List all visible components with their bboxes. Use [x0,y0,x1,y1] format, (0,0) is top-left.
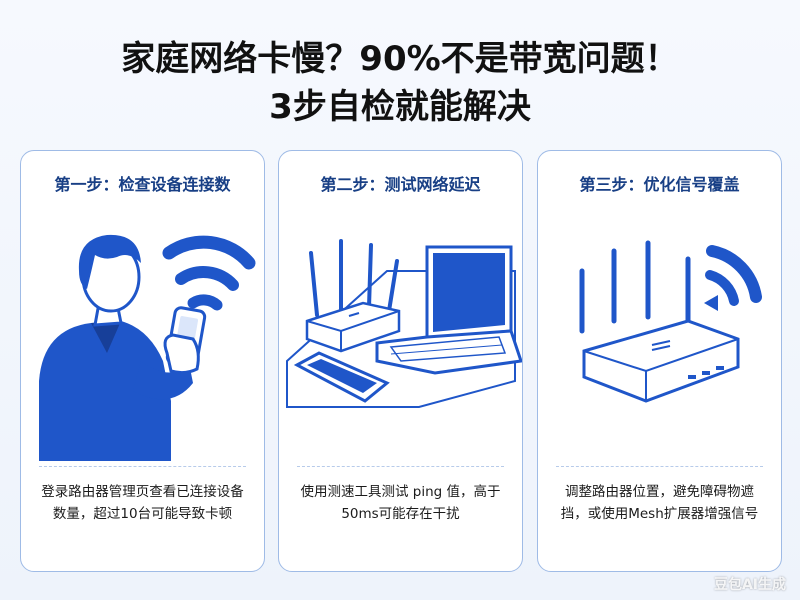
step-card-2: 第二步：测试网络延迟 使用测速工具测试 ping 值，高于 [278,150,523,572]
step-card-1: 第一步：检查设备连接数 登录路由器管理页查看已连接设备数量，超过10台可能导致卡… [20,150,265,572]
step2-title: 第二步：测试网络延迟 [320,175,481,194]
headline-line1: 家庭网络卡慢？90%不是带宽问题！ [121,39,679,79]
laptop-icon [375,245,522,375]
router-icon [305,239,401,353]
router-icon [579,240,740,403]
wifi-icon [162,235,256,311]
step1-title: 第一步：检查设备连接数 [54,175,231,194]
step-card-3: 第三步：优化信号覆盖 调整路由器位置，避免障碍物遮挡，或使用Mesh扩展器增强信… [537,150,782,572]
step2-description: 使用测速工具测试 ping 值，高于50ms可能存在干扰 [300,484,501,522]
headline-line2: 3步自检就能解决 [269,87,531,127]
person-phone-icon [39,234,256,461]
step1-description: 登录路由器管理页查看已连接设备数量，超过10台可能导致卡顿 [41,484,244,522]
divider [39,466,246,467]
divider [297,466,504,467]
wifi-icon [704,245,762,311]
step3-description: 调整路由器位置，避免障碍物遮挡，或使用Mesh扩展器增强信号 [560,484,759,522]
step3-title: 第三步：优化信号覆盖 [579,175,740,194]
smartphone-icon [293,351,390,403]
watermark: 豆包AI生成 [713,577,786,593]
divider [556,466,763,467]
